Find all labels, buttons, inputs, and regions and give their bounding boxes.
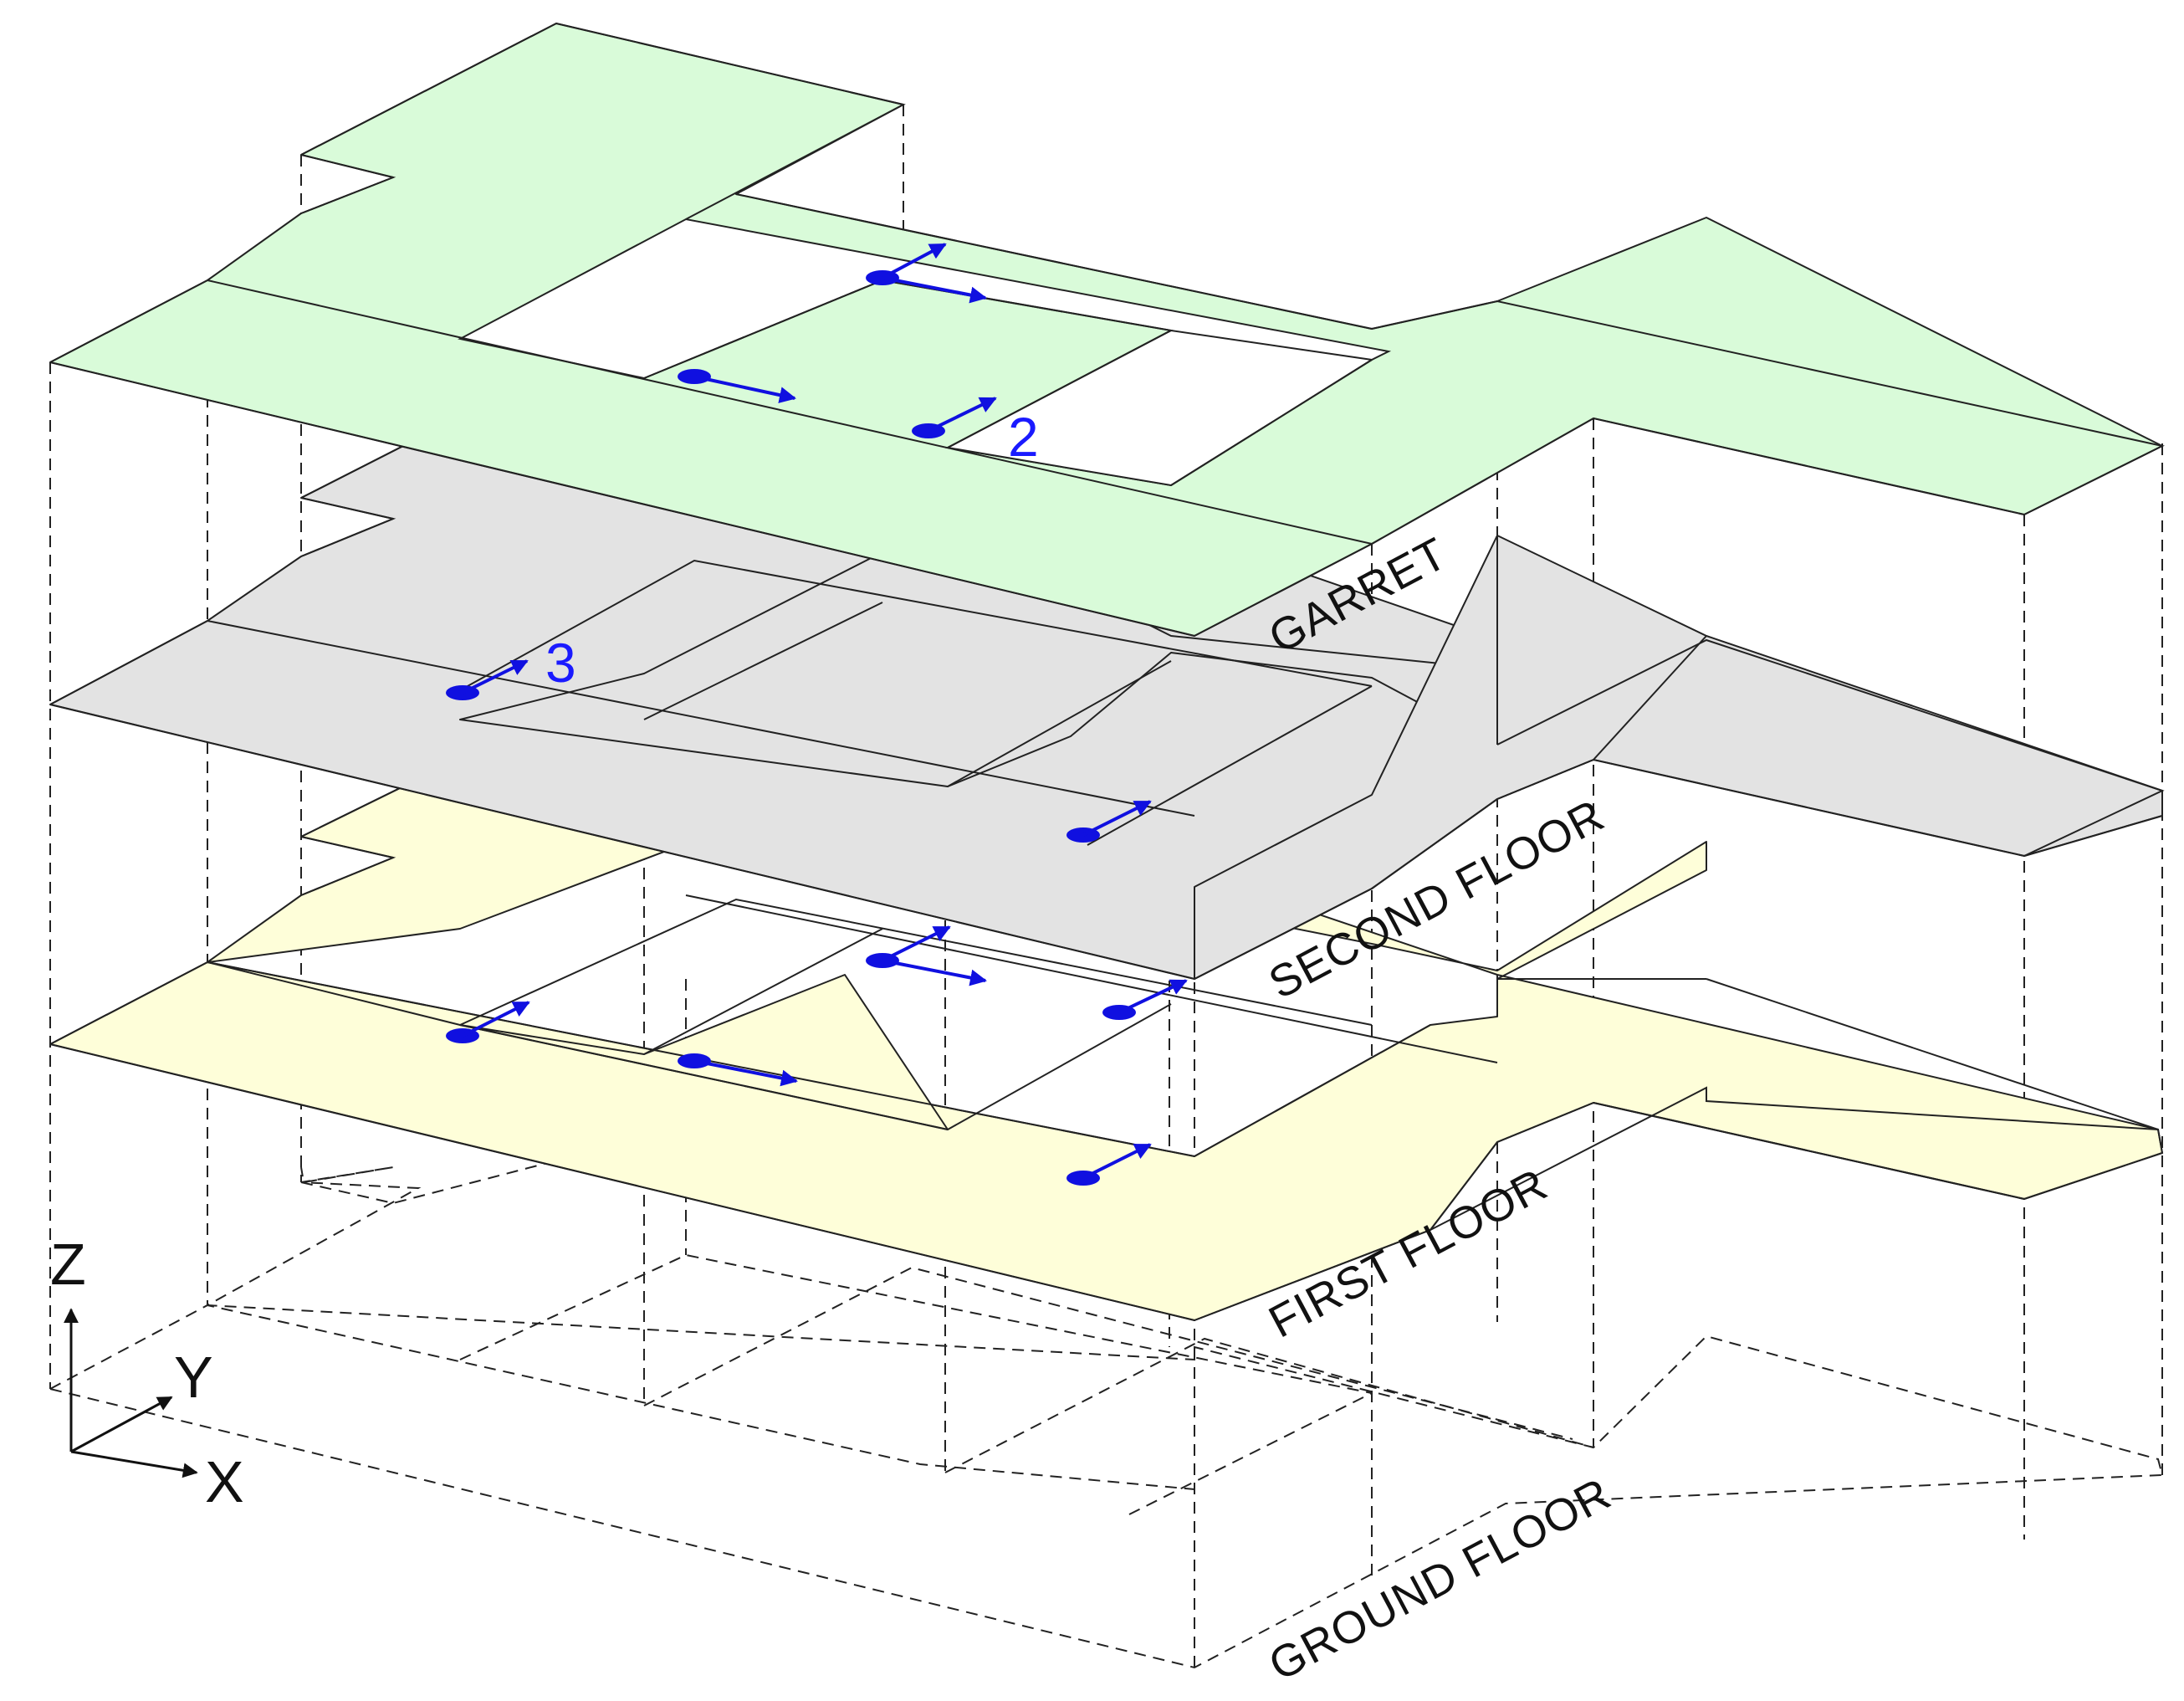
vector-node — [446, 1001, 530, 1043]
axis-triad: Z Y X — [50, 1232, 244, 1514]
first-floor-slab — [49, 710, 2164, 1322]
y-axis-label: Y — [174, 1345, 213, 1410]
z-axis-label: Z — [50, 1232, 86, 1297]
vector-node — [866, 243, 987, 304]
vector-node — [866, 925, 987, 986]
x-axis-arrow — [70, 1450, 198, 1478]
x-axis-label: X — [205, 1449, 244, 1514]
vector-node-2 — [912, 397, 997, 438]
y-axis-arrow — [70, 1396, 173, 1453]
load-vectors: 2 3 — [446, 243, 1188, 1186]
label-ground-floor: GROUND FLOOR — [1261, 1468, 1619, 1691]
second-floor-slab — [49, 366, 2165, 981]
vector-node — [1102, 979, 1188, 1020]
node-label-2: 2 — [1008, 406, 1039, 468]
vector-node — [678, 369, 796, 403]
vector-node — [678, 1053, 798, 1087]
garret-slab — [49, 22, 2165, 638]
vector-node-3 — [446, 659, 529, 700]
vector-node — [1066, 800, 1152, 843]
ground-floor-outline — [49, 1086, 2164, 1669]
node-label-3: 3 — [545, 632, 576, 694]
vector-node — [1066, 1143, 1152, 1186]
